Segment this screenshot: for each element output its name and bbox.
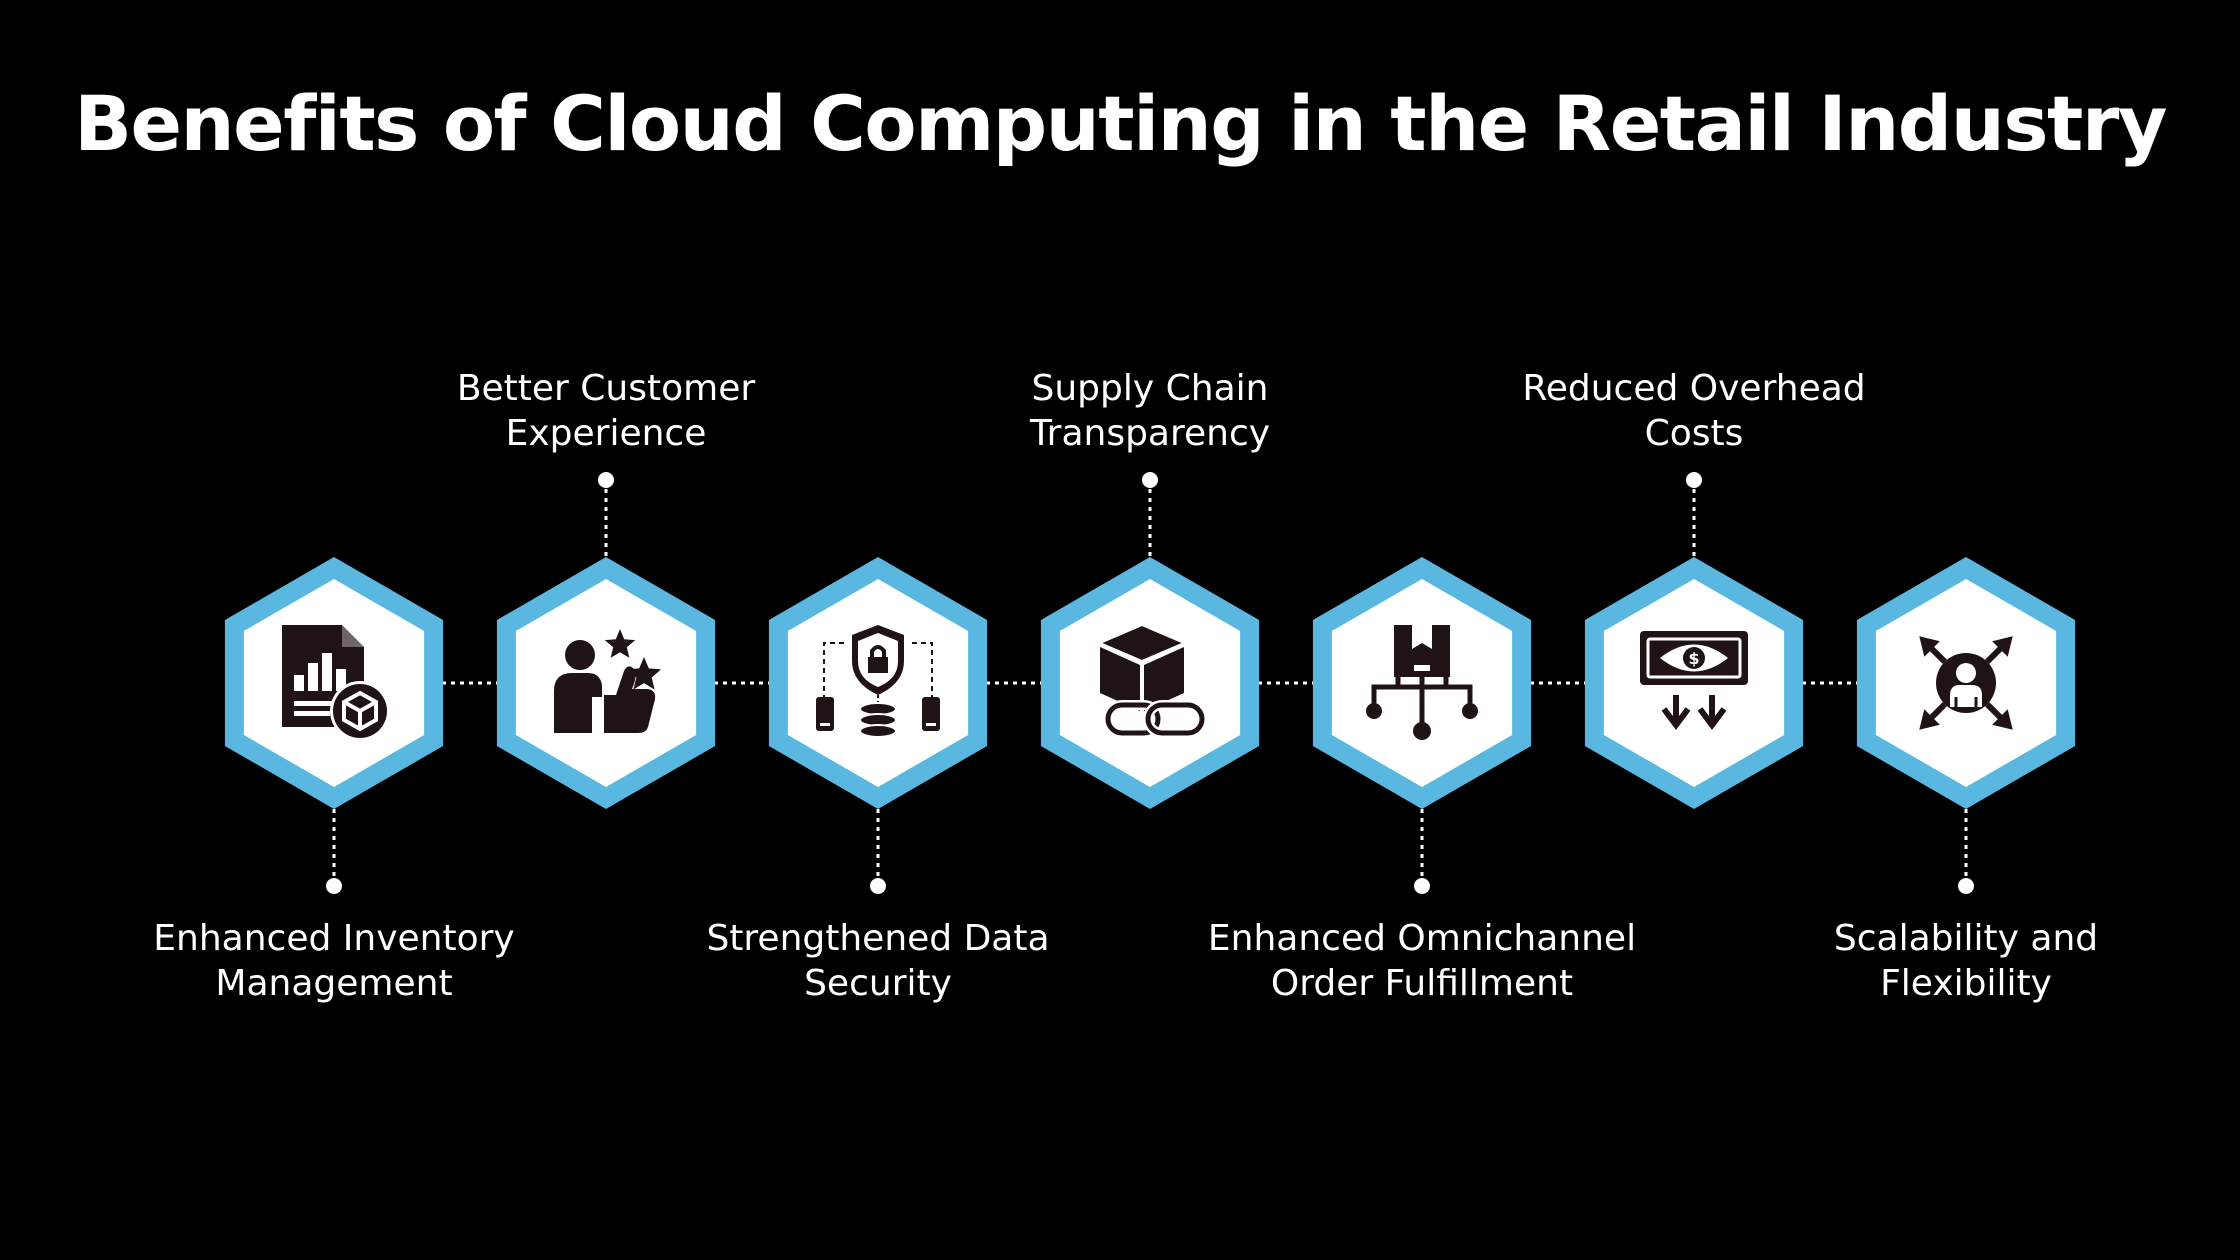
hexagon-2 bbox=[515, 579, 697, 787]
benefit-label-line: Flexibility bbox=[1880, 963, 2052, 1004]
person-expand-arrows-icon bbox=[1919, 636, 2013, 730]
benefit-label-line: Security bbox=[804, 963, 952, 1004]
benefit-label-line: Experience bbox=[505, 413, 707, 454]
inventory-chart-box-icon bbox=[282, 625, 390, 741]
benefit-label-line: Management bbox=[215, 963, 453, 1004]
benefit-label-line: Supply Chain bbox=[1031, 368, 1269, 409]
box-chain-link-icon bbox=[1097, 623, 1207, 738]
benefit-label-line: Reduced Overhead bbox=[1522, 368, 1866, 409]
connector-dot-2 bbox=[598, 472, 614, 488]
package-distribution-network-icon bbox=[1366, 625, 1478, 740]
connector-dot-5 bbox=[1414, 878, 1430, 894]
benefit-label-line: Enhanced Omnichannel bbox=[1207, 918, 1637, 959]
connector-dot-3 bbox=[870, 878, 886, 894]
banknote-down-arrows-icon: $ bbox=[1640, 631, 1748, 730]
benefit-label-line: Better Customer bbox=[456, 368, 756, 409]
svg-text:$: $ bbox=[1688, 649, 1699, 668]
benefit-label-line: Scalability and bbox=[1833, 918, 2099, 959]
connector-dot-4 bbox=[1142, 472, 1158, 488]
page-title: Benefits of Cloud Computing in the Retai… bbox=[74, 79, 2167, 168]
connector-dot-7 bbox=[1958, 878, 1974, 894]
benefit-label-line: Transparency bbox=[1029, 413, 1271, 454]
shield-lock-database-icon bbox=[816, 625, 940, 738]
benefit-label-line: Enhanced Inventory bbox=[153, 918, 515, 959]
benefit-label-line: Strengthened Data bbox=[706, 918, 1050, 959]
customer-thumbs-up-stars-icon bbox=[554, 629, 662, 733]
benefit-label-line: Order Fulfillment bbox=[1270, 963, 1574, 1004]
connector-dot-1 bbox=[326, 878, 342, 894]
connector-dot-6 bbox=[1686, 472, 1702, 488]
benefit-label-line: Costs bbox=[1644, 413, 1744, 454]
